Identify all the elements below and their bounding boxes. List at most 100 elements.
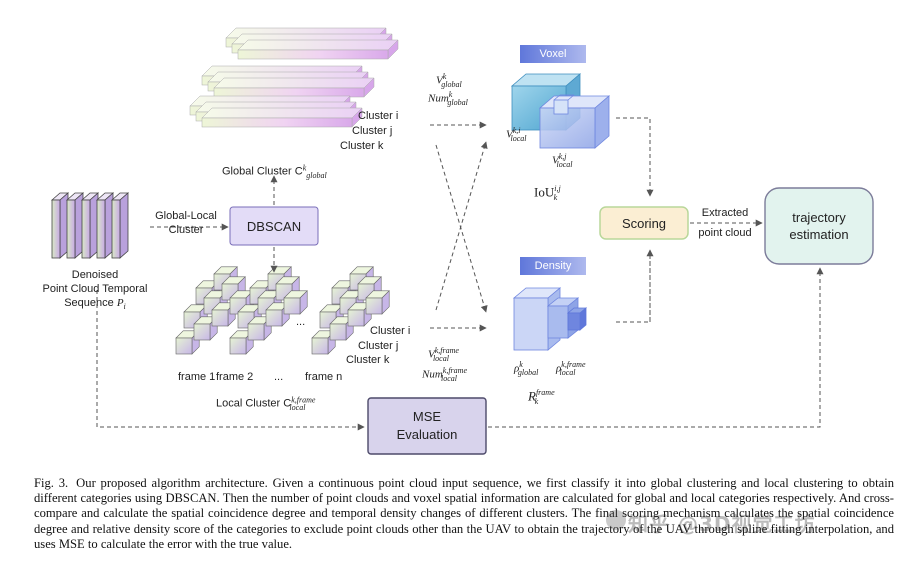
voxel-tag: Voxel xyxy=(520,45,586,63)
voxel-tag-label: Voxel xyxy=(539,48,567,60)
local-cluster-label: Local Cluster Ck,framelocal xyxy=(216,395,315,412)
figure-caption: Fig. 3.Our proposed algorithm architectu… xyxy=(34,476,894,552)
rho-local-symbol: ρ xyxy=(556,362,562,375)
rho-local-sub: local xyxy=(559,367,576,377)
mse-box-bg xyxy=(367,397,487,455)
local-cluster-cube xyxy=(365,290,390,315)
density-tag: Density xyxy=(520,257,586,275)
local-cluster-cube xyxy=(229,330,254,355)
rho-global-label: ρkglobal xyxy=(514,360,538,377)
input-slab xyxy=(65,192,85,259)
local-cluster-cube xyxy=(357,276,382,301)
local-cluster-sup: k,frame xyxy=(291,395,316,404)
caption-fig-number: Fig. 3. xyxy=(34,476,69,490)
r-frame-symbol: R xyxy=(528,388,536,404)
global-cluster-bar xyxy=(201,107,363,128)
caption-text: Our proposed algorithm architecture. Giv… xyxy=(34,476,894,551)
rho-global-sup: k xyxy=(519,360,523,369)
v-global-sub: global xyxy=(441,79,462,89)
rho-global-symbol: ρ xyxy=(514,362,520,375)
trajectory-box-bg xyxy=(764,187,874,265)
mse-line-1: MSE xyxy=(412,409,442,424)
local-cluster-i: Cluster i xyxy=(370,325,411,337)
iou-sup: i,j xyxy=(554,184,561,193)
rho-global-sub: global xyxy=(517,367,539,377)
extracted-label: Extracted point cloud xyxy=(690,206,760,241)
watermark: 知乎 @3D视觉工坊 xyxy=(628,512,816,536)
input-slab xyxy=(110,192,130,259)
input-slab xyxy=(80,192,100,259)
global-local-line-2: Cluster xyxy=(168,224,204,236)
input-slab xyxy=(95,192,115,259)
r-frame-sup: frame xyxy=(535,388,555,397)
mse-line-2: Evaluation xyxy=(396,427,458,442)
global-cluster-text: Global Cluster C xyxy=(222,165,303,178)
v-local-i-sup: k,i xyxy=(512,126,521,135)
input-slab xyxy=(50,192,70,259)
iou-sub: k xyxy=(553,192,558,202)
trajectory-line-1: trajectory xyxy=(792,210,846,225)
num-global-sup: k xyxy=(448,90,453,99)
trajectory-line-2: estimation xyxy=(789,227,849,242)
local-cluster-k: Cluster k xyxy=(346,354,390,366)
v-local-j-sup: k,j xyxy=(558,152,567,161)
local-cluster-sub: local xyxy=(289,402,306,412)
v-local-i-label: Vk,ilocal xyxy=(506,126,527,143)
scoring-box-bg xyxy=(599,206,689,240)
diagram-canvas xyxy=(50,27,874,455)
scoring-box: Scoring xyxy=(600,207,688,239)
trajectory-box: trajectory estimation xyxy=(765,188,873,264)
num-local-frame-label: Numk,framelocal xyxy=(422,366,467,383)
iou-label: IoUi,jk xyxy=(534,184,561,202)
global-cluster-bar xyxy=(237,39,399,60)
local-cluster-j: Cluster j xyxy=(358,340,399,352)
global-local-line-1: Global-Local xyxy=(155,210,217,222)
local-cluster-text: Local Cluster C xyxy=(216,397,292,410)
num-global-label: Numkglobal xyxy=(428,90,468,107)
local-cluster-cube xyxy=(283,290,308,315)
v-local-frame-sub: local xyxy=(432,353,449,363)
arrows xyxy=(96,117,824,431)
num-global-sub: global xyxy=(447,97,468,107)
global-cluster-bars xyxy=(189,27,399,128)
scoring-label: Scoring xyxy=(621,215,667,231)
num-local-frame-symbol: Num xyxy=(422,368,443,381)
dbscan-box-bg xyxy=(229,206,319,246)
density-cubes xyxy=(512,287,588,351)
architecture-diagram: Denoised Point Cloud Temporal Sequence P… xyxy=(40,27,874,455)
extracted-line-1: Extracted xyxy=(701,207,749,219)
frame-gap-label: ... xyxy=(274,371,284,383)
density-tag-bg xyxy=(520,257,586,275)
v-local-i-symbol: V xyxy=(506,128,513,141)
input-label-line-2: Point Cloud Temporal xyxy=(42,283,148,295)
r-frame-sub: k xyxy=(534,396,539,406)
v-local-j-sub: local xyxy=(556,159,573,169)
v-local-j-label: Vk,jlocal xyxy=(552,152,573,169)
input-label: Denoised Point Cloud Temporal Sequence P… xyxy=(40,268,150,314)
dbscan-label: DBSCAN xyxy=(246,218,302,234)
local-cluster-cube xyxy=(311,330,336,355)
v-global-symbol: V xyxy=(436,74,443,87)
frame-2-label: frame 2 xyxy=(216,371,254,383)
v-global-sup: k xyxy=(442,72,447,81)
rho-local-sup: k,frame xyxy=(561,360,586,369)
local-cluster-cube xyxy=(265,302,290,327)
density-tag-label: Density xyxy=(534,260,572,272)
global-cluster-label: Global Cluster Ckglobal xyxy=(222,163,327,180)
voxel-tag-bg xyxy=(520,45,586,63)
num-local-frame-sup: k,frame xyxy=(442,366,467,375)
extracted-line-2: point cloud xyxy=(698,227,752,239)
v-local-frame-label: Vk,framelocal xyxy=(428,346,459,363)
num-global-symbol: Num xyxy=(428,92,449,105)
local-cluster-cubes xyxy=(175,266,390,355)
num-local-frame-sub: local xyxy=(441,373,457,383)
rho-local-label: ρk,framelocal xyxy=(556,360,586,377)
frames-ellipsis: ... xyxy=(296,316,306,328)
global-cluster-sup: k xyxy=(302,163,307,172)
dbscan-box: DBSCAN xyxy=(230,207,318,245)
v-local-frame-sup: k,frame xyxy=(434,346,459,355)
v-local-frame-symbol: V xyxy=(428,348,435,361)
global-cluster-k: Cluster k xyxy=(340,140,384,152)
watermark-logo-icon xyxy=(606,510,626,530)
voxel-iou-cubes xyxy=(510,73,611,149)
